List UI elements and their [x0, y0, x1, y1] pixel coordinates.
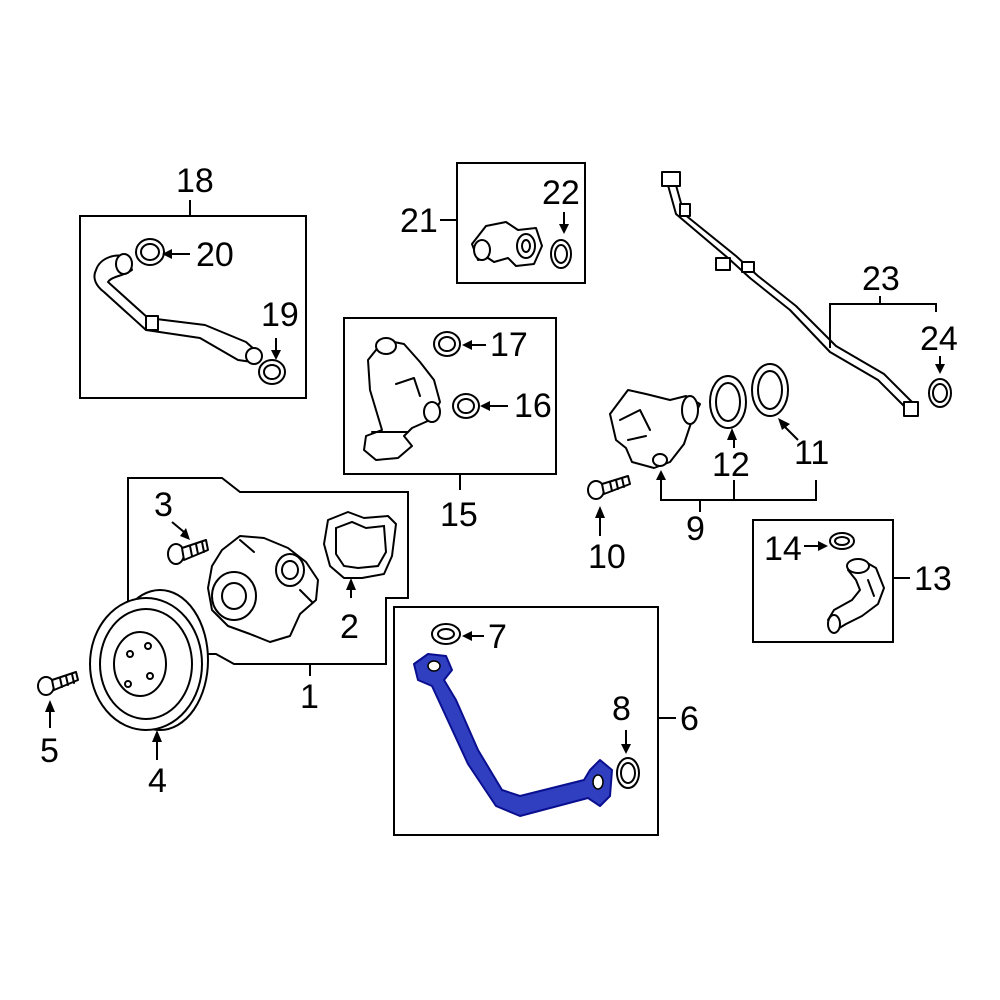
gasket-11[interactable] [751, 363, 789, 417]
thermostat-housing-15[interactable] [363, 339, 441, 461]
coolant-tube-18[interactable] [93, 254, 256, 363]
o-ring-14[interactable] [829, 532, 855, 550]
coolant-pipe-23[interactable] [665, 177, 909, 411]
group-6-coolant-pipe: 6 7 8 [393, 606, 699, 836]
callout-12[interactable]: 12 [712, 446, 750, 484]
pipe-clip [679, 203, 691, 217]
group-18-box [79, 215, 307, 399]
pipe-clip [741, 261, 755, 273]
bolt-3[interactable] [167, 539, 209, 565]
group-15-box [343, 317, 557, 475]
o-ring-24[interactable] [928, 378, 952, 408]
group-13-hose-fitting: 13 14 [752, 519, 952, 643]
callout-14[interactable]: 14 [764, 530, 802, 568]
o-ring-20[interactable] [135, 238, 165, 266]
bolt-5[interactable] [37, 671, 79, 696]
callout-16[interactable]: 16 [514, 387, 552, 425]
pipe-clip [715, 257, 731, 271]
group-13-box [752, 519, 894, 643]
o-ring-7[interactable] [431, 623, 461, 645]
callout-5[interactable]: 5 [40, 732, 59, 770]
callout-18[interactable]: 18 [176, 162, 214, 200]
callout-19[interactable]: 19 [261, 296, 299, 334]
group-9-coolant-outlet: 12 11 9 10 [587, 363, 829, 576]
group-23-tube: 23 24 [661, 171, 958, 417]
o-ring-19[interactable] [258, 359, 286, 385]
pipe-end-fitting [903, 401, 919, 417]
pipe-end-fitting [661, 171, 681, 187]
callout-21[interactable]: 21 [400, 202, 438, 240]
callout-9[interactable]: 9 [686, 510, 705, 548]
bolt-10[interactable] [587, 475, 631, 500]
callout-7[interactable]: 7 [488, 618, 507, 656]
gasket-12[interactable] [709, 375, 747, 429]
coolant-pipe-6[interactable] [413, 653, 613, 817]
group-1-water-pump: 1 3 2 [127, 477, 409, 716]
callout-24[interactable]: 24 [920, 320, 958, 358]
callout-6[interactable]: 6 [680, 700, 699, 738]
callout-22[interactable]: 22 [542, 174, 580, 212]
o-ring-8[interactable] [616, 757, 640, 789]
hose-fitting-13[interactable] [827, 559, 885, 631]
callout-10[interactable]: 10 [588, 538, 626, 576]
callout-8[interactable]: 8 [612, 690, 631, 728]
group-18-coolant-tube: 18 20 19 [79, 162, 307, 399]
callout-1[interactable]: 1 [300, 678, 319, 716]
tube-end-fitting [245, 347, 263, 365]
callout-13[interactable]: 13 [914, 560, 952, 598]
callout-20[interactable]: 20 [196, 236, 234, 274]
callout-17[interactable]: 17 [490, 326, 528, 364]
group-21-box [456, 162, 586, 284]
callout-23[interactable]: 23 [862, 260, 900, 298]
callout-4[interactable]: 4 [148, 762, 167, 800]
pulley-4[interactable] [89, 589, 209, 731]
callout-3[interactable]: 3 [154, 486, 173, 524]
group-15-thermostat-housing: 15 17 16 [343, 317, 557, 534]
o-ring-16[interactable] [452, 393, 480, 419]
o-ring-22[interactable] [550, 239, 572, 269]
o-ring-17[interactable] [433, 331, 461, 357]
coolant-outlet-9[interactable] [609, 389, 701, 469]
callout-11[interactable]: 11 [794, 434, 829, 472]
water-pump[interactable] [207, 535, 319, 643]
tube-bracket [145, 315, 159, 331]
callout-2[interactable]: 2 [340, 608, 359, 646]
group-6-box [393, 606, 659, 836]
tube-end-fitting [115, 253, 133, 275]
group-21-connector: 21 22 [400, 162, 586, 284]
callout-15[interactable]: 15 [440, 496, 478, 534]
